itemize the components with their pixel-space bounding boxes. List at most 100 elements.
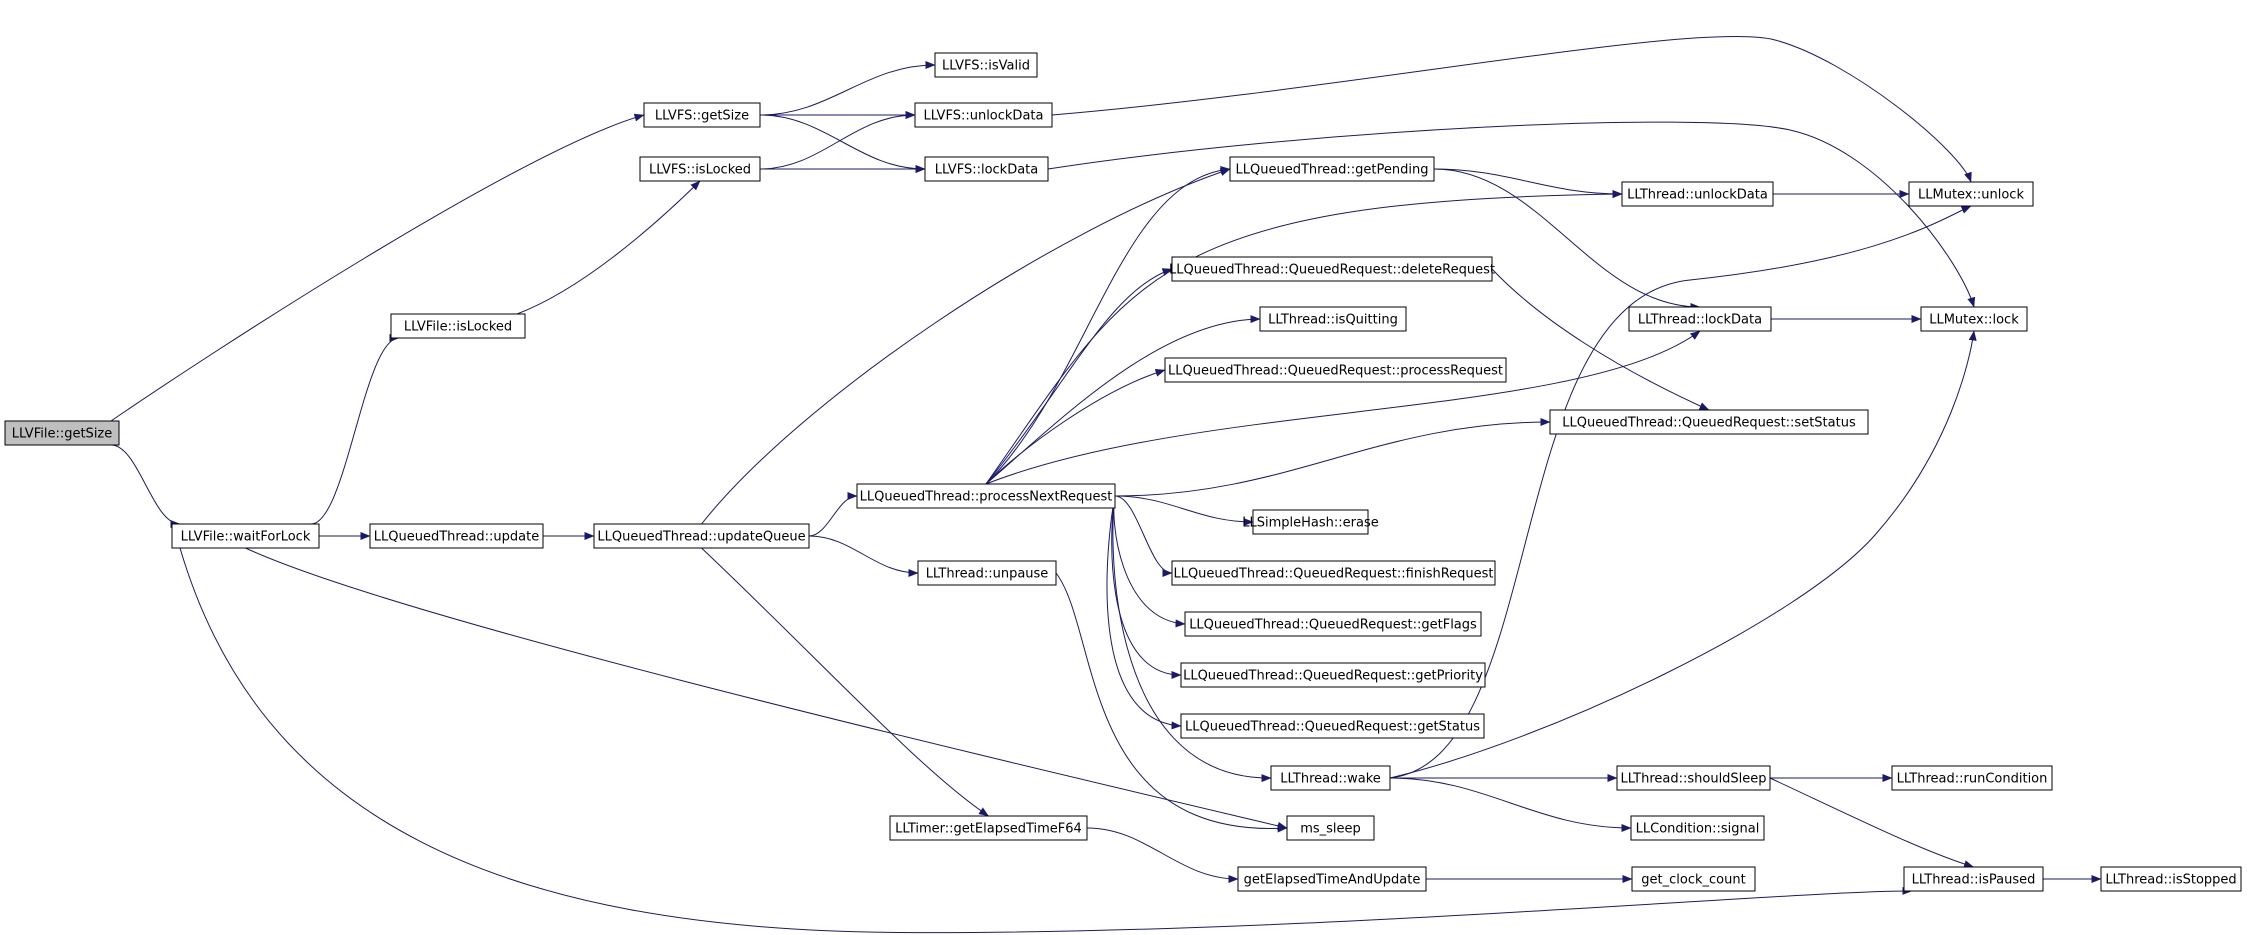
node-label: LLThread::isStopped — [2105, 873, 2236, 888]
node-box — [1903, 866, 2044, 892]
node-n2[interactable]: LLVFS::isValid — [934, 52, 1038, 78]
edge-n11-n33 — [1055, 572, 1288, 833]
node-label: LLVFile::waitForLock — [181, 530, 311, 545]
node-label: LLThread::runCondition — [1897, 772, 2048, 787]
node-n4[interactable]: LLVFS::lockData — [924, 156, 1049, 182]
node-box — [914, 102, 1053, 128]
node-label: LLQueuedThread::QueuedRequest::getPriori… — [1183, 669, 1483, 684]
node-box — [1920, 306, 2028, 332]
node-box — [1286, 815, 1375, 841]
edge-n4-n21 — [1047, 121, 1976, 308]
node-n12[interactable]: LLTimer::getElapsedTimeF64 — [889, 815, 1088, 841]
node-label: LLVFS::lockData — [935, 163, 1039, 178]
node-label: LLQueuedThread::QueuedRequest::setStatus — [1562, 416, 1856, 431]
edge-n10-n15 — [985, 165, 1231, 485]
edge-n1-n2 — [759, 61, 936, 116]
node-label: LLVFS::isValid — [942, 59, 1030, 74]
node-n32[interactable]: LLCondition::signal — [1630, 815, 1765, 841]
edge-n10-n29 — [1112, 495, 1272, 783]
node-n31[interactable]: LLThread::runCondition — [1891, 765, 2053, 791]
node-n23[interactable]: LLQueuedThread::QueuedRequest::setStatus — [1549, 409, 1869, 435]
node-n11[interactable]: LLThread::unpause — [917, 560, 1057, 586]
node-n17[interactable]: LLMutex::unlock — [1908, 181, 2034, 207]
edge-n0-n1 — [110, 113, 645, 422]
edge-n15-n16 — [1433, 168, 1623, 198]
node-n19[interactable]: LLThread::isQuitting — [1259, 306, 1407, 332]
node-box — [1171, 256, 1493, 282]
edge-n9-n10 — [808, 492, 858, 537]
node-box — [171, 523, 320, 549]
edge-n30-n34 — [1769, 777, 1974, 868]
node-label: LLQueuedThread::processNextRequest — [860, 490, 1113, 505]
node-n26[interactable]: LLQueuedThread::QueuedRequest::getFlags — [1184, 611, 1482, 637]
node-box — [1180, 662, 1486, 688]
edge-n10-n18 — [985, 268, 1173, 485]
node-box — [1908, 181, 2034, 207]
node-label: ms_sleep — [1300, 822, 1361, 837]
node-n9[interactable]: LLQueuedThread::updateQueue — [593, 523, 810, 549]
edge-n29-n21 — [1389, 330, 1977, 779]
node-label: LLQueuedThread::getPending — [1236, 163, 1429, 178]
node-box — [639, 156, 761, 182]
edge-n0-n7 — [110, 444, 181, 528]
node-box — [369, 523, 544, 549]
node-box — [889, 815, 1088, 841]
node-box — [2100, 866, 2242, 892]
edge-n7-n34 — [179, 547, 1913, 934]
edge-n12-n13 — [1086, 827, 1239, 883]
node-n30[interactable]: LLThread::shouldSleep — [1616, 765, 1771, 791]
node-n35[interactable]: LLThread::isStopped — [2100, 866, 2242, 892]
node-label: LLThread::lockData — [1638, 313, 1762, 328]
node-n14[interactable]: get_clock_count — [1631, 866, 1756, 892]
node-n22[interactable]: LLQueuedThread::QueuedRequest::processRe… — [1164, 357, 1507, 383]
node-n33[interactable]: ms_sleep — [1286, 815, 1375, 841]
node-label: LLCondition::signal — [1636, 822, 1760, 837]
node-box — [1252, 509, 1369, 535]
node-label: LLQueuedThread::QueuedRequest::finishReq… — [1173, 567, 1493, 582]
node-label: LLMutex::lock — [1929, 313, 2019, 328]
node-n16[interactable]: LLThread::unlockData — [1621, 181, 1774, 207]
edge-n29-n32 — [1389, 777, 1632, 832]
node-n1[interactable]: LLVFS::getSize — [643, 102, 761, 128]
edge-n9-n15 — [701, 168, 1231, 525]
node-n24[interactable]: LLSimpleHash::erase — [1242, 509, 1379, 535]
edge-n10-n23 — [1114, 418, 1551, 497]
node-n10[interactable]: LLQueuedThread::processNextRequest — [856, 483, 1116, 509]
node-label: LLQueuedThread::update — [374, 530, 539, 545]
edge-n10-n20 — [985, 330, 1701, 485]
node-n29[interactable]: LLThread::wake — [1270, 765, 1391, 791]
node-n6[interactable]: LLVFile::isLocked — [390, 313, 526, 339]
node-n5[interactable]: LLVFS::isLocked — [639, 156, 761, 182]
edge-n9-n11 — [808, 535, 919, 577]
node-box — [1616, 765, 1771, 791]
node-label: LLThread::shouldSleep — [1620, 772, 1766, 787]
node-n8[interactable]: LLQueuedThread::update — [369, 523, 544, 549]
node-box — [1171, 560, 1496, 586]
node-box — [1164, 357, 1507, 383]
node-n0[interactable]: LLVFile::getSize — [4, 420, 120, 446]
node-box — [1891, 765, 2053, 791]
node-n34[interactable]: LLThread::isPaused — [1903, 866, 2044, 892]
node-n21[interactable]: LLMutex::lock — [1920, 306, 2028, 332]
node-box — [924, 156, 1049, 182]
node-n20[interactable]: LLThread::lockData — [1628, 306, 1772, 332]
node-n7[interactable]: LLVFile::waitForLock — [171, 523, 320, 549]
node-box — [1621, 181, 1774, 207]
node-n15[interactable]: LLQueuedThread::getPending — [1229, 156, 1435, 182]
edge-n10-n25 — [1114, 495, 1173, 577]
node-n28[interactable]: LLQueuedThread::QueuedRequest::getStatus — [1180, 713, 1485, 739]
edge-n10-n22 — [985, 368, 1166, 485]
edge-n7-n6 — [310, 334, 400, 525]
node-label: getElapsedTimeAndUpdate — [1244, 873, 1421, 888]
node-n25[interactable]: LLQueuedThread::QueuedRequest::finishReq… — [1171, 560, 1496, 586]
edge-layer — [110, 36, 2102, 934]
node-n13[interactable]: getElapsedTimeAndUpdate — [1237, 866, 1427, 892]
node-n18[interactable]: LLQueuedThread::QueuedRequest::deleteReq… — [1169, 256, 1495, 282]
node-box — [390, 313, 526, 339]
node-n27[interactable]: LLQueuedThread::QueuedRequest::getPriori… — [1180, 662, 1486, 688]
node-label: LLTimer::getElapsedTimeF64 — [895, 822, 1082, 837]
edge-n5-n3 — [759, 111, 916, 170]
node-box — [1630, 815, 1765, 841]
node-label: LLVFS::isLocked — [649, 163, 751, 178]
node-n3[interactable]: LLVFS::unlockData — [914, 102, 1053, 128]
